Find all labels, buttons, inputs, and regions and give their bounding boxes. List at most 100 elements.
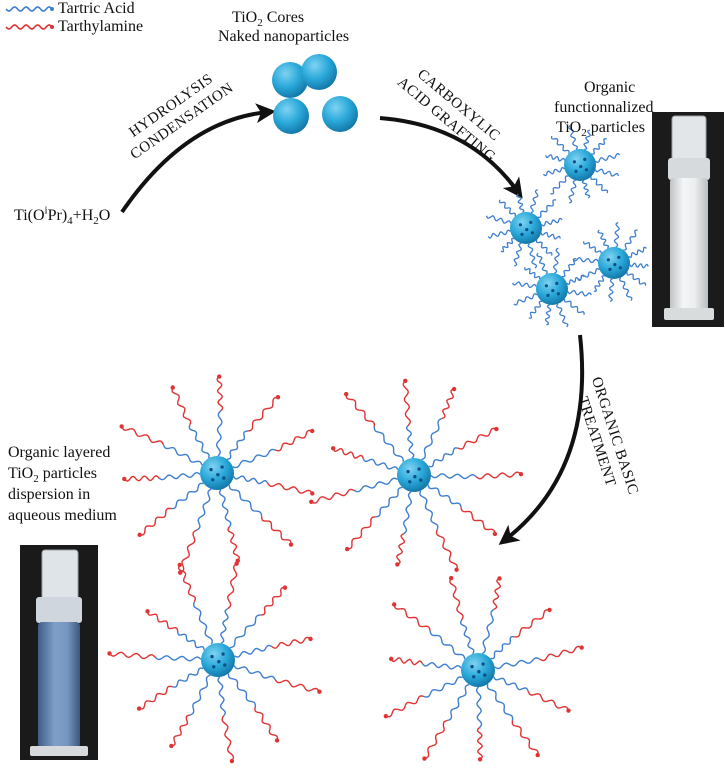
tarthylamine-chain-end (107, 651, 112, 656)
tarthylamine-chain-end (388, 656, 394, 662)
tarthylamine-chain (458, 427, 497, 450)
tartric-acid-chain (154, 655, 202, 662)
tartric-acid-chain (563, 299, 585, 315)
tartric-acid-chain (613, 221, 620, 248)
tartric-acid-chain (595, 153, 621, 163)
tartric-acid-chain (447, 683, 470, 722)
formula-part: Ti(O (14, 207, 45, 224)
tartric-acid-chain (561, 257, 577, 278)
particle-spot (223, 663, 227, 667)
tarthylamine-chain (539, 645, 583, 662)
tarthylamine-chain-end (217, 374, 222, 379)
tartric-acid-chain (544, 304, 552, 326)
particle-core (598, 247, 630, 279)
tarthylamine-chain-end (343, 391, 349, 397)
nanoparticle (272, 62, 308, 98)
tarthylamine-chain (179, 529, 197, 574)
formula-subscript: 4 (67, 215, 73, 228)
particle-spot (606, 258, 611, 262)
naked-nanoparticles (272, 54, 358, 134)
particle-spot (413, 475, 417, 479)
formula-subscript: 2 (93, 215, 99, 228)
particle-spot (417, 467, 421, 471)
tarthylamine-chain (492, 577, 502, 610)
tarthylamine-chain-end (451, 386, 457, 392)
tarthylamine-chain (390, 657, 423, 666)
functionalized-label-line2: functionnalized (554, 99, 654, 116)
particle-spot (220, 465, 224, 469)
tartric-acid-chain (590, 176, 609, 194)
tarthylamine-chain-end (310, 491, 315, 496)
tarthylamine-chain-end (454, 567, 459, 572)
particle-spot (530, 231, 535, 235)
tartric-acid-chain (419, 490, 439, 530)
tarthylamine-chain (527, 690, 570, 711)
formula-subscript: 2 (33, 473, 39, 486)
tartric-acid-chain (572, 256, 599, 264)
tarthylamine-chain (226, 563, 238, 610)
particle-spot (477, 670, 481, 674)
tartric-acid-chain (475, 686, 483, 728)
particle-spot (518, 223, 523, 227)
tarthylamine-chain-end (288, 542, 294, 547)
tarthylamine-chain (275, 429, 313, 452)
tartric-acid-chain (170, 482, 204, 510)
cores-text: Cores (262, 9, 305, 26)
tartric-acid-chain (215, 410, 223, 457)
tarthylamine-chain (109, 651, 156, 660)
tartric-acid-chain (629, 262, 649, 269)
tartric-acid-chain (566, 274, 585, 286)
particle-spot (555, 281, 559, 285)
tarthylamine-chain (345, 393, 376, 427)
tarthylamine-chain-end (579, 645, 584, 650)
tartric-acid-chain (556, 303, 569, 328)
tartric-acid-chain (487, 229, 511, 239)
tarthylamine-chain (267, 482, 313, 494)
tarthylamine-chain (221, 715, 235, 762)
tarthylamine-chain (441, 388, 455, 420)
formula-part: TiO (8, 465, 34, 482)
tartric-acid-chain (218, 489, 232, 528)
particle-spot (579, 165, 583, 169)
tarthylamine-chain (260, 586, 285, 616)
tarthylamine-chain (514, 609, 550, 638)
carboxylic-arrow (379, 116, 523, 199)
tarthylamine-chain (121, 426, 165, 445)
tartric-acid-chain (593, 275, 605, 292)
tartric-acid-chain (550, 135, 570, 154)
tarthylamine-chain-end (169, 743, 174, 749)
particle-spot (470, 664, 474, 669)
tartric-acid-chain (597, 229, 610, 249)
particle-core (397, 458, 431, 492)
tarthylamine-chain-end (344, 546, 350, 552)
tarthylamine-chain (310, 488, 355, 504)
tartric-acid-chain (623, 229, 638, 251)
nanoparticle (301, 54, 337, 90)
tartric-acid-chain (568, 179, 577, 204)
particle-core (200, 456, 234, 490)
particle-spot (419, 478, 423, 482)
tarthylamine-chain-end (177, 570, 183, 575)
particle-core (536, 273, 568, 305)
tartric-acid-chain (524, 267, 541, 280)
formula-part: Pr) (47, 207, 68, 224)
tarthylamine-chain-end (497, 576, 502, 581)
legend-tarthylamine: Tarthylamine (58, 18, 144, 35)
layered-label-line3: dispersion in (8, 486, 91, 503)
tarthylamine-chain (178, 564, 196, 602)
tarthylamine-chain-end (422, 756, 427, 761)
tartric-acid-chain (485, 215, 512, 224)
tarthylamine-chain (511, 720, 539, 756)
tartric-acid-chain (608, 278, 615, 303)
particle-spot (572, 160, 577, 164)
particle-spot (217, 660, 221, 664)
legend-swatches (5, 6, 54, 30)
formula-part: +H (72, 207, 94, 224)
formula-part: O (98, 207, 111, 224)
tarthylamine-chain (139, 507, 171, 536)
tartric-acid-chain (537, 199, 557, 218)
tartric-acid-chain (233, 475, 269, 485)
tartric-acid-chain (583, 129, 591, 151)
